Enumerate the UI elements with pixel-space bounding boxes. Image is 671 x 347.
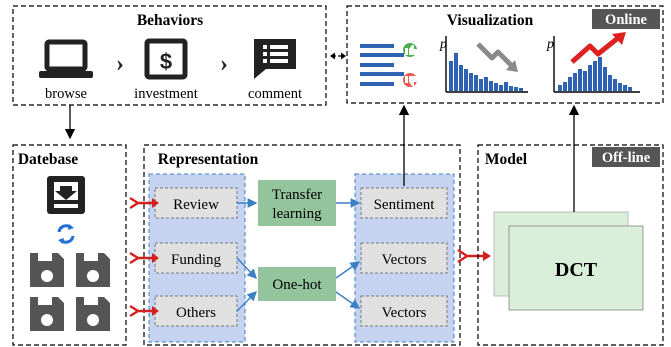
bars2-bar (628, 87, 632, 91)
behavior-step-browse: browse (45, 86, 87, 102)
online-tag-bg (592, 9, 660, 29)
bars1-bar (484, 77, 488, 91)
red-arrow-heads (152, 198, 159, 316)
process-transfer-line2: learning (272, 206, 322, 222)
thumbs-up-icon (403, 43, 417, 57)
behaviors-panel: Behaviors browse › $ investment › commen… (12, 5, 327, 106)
bars1-bar (519, 88, 523, 91)
input-funding: Funding (171, 252, 222, 268)
comment-icon (254, 39, 296, 79)
dollar-icon: $ (144, 38, 188, 80)
chevron-right-icon-2: › (220, 51, 228, 77)
output-sentiment: Sentiment (374, 197, 436, 213)
bars2-bar (613, 79, 617, 91)
bars1-bar (474, 75, 478, 91)
process-onehot: One-hot (272, 277, 322, 293)
output-vectors-2: Vectors (382, 305, 427, 321)
behavior-step-investment: investment (134, 86, 198, 102)
process-transfer-line1: Transfer (272, 187, 322, 203)
bars2-bar (558, 85, 562, 91)
bars1-bar (514, 87, 518, 91)
sync-icon (57, 224, 75, 244)
svg-text:$: $ (160, 49, 172, 74)
process-box-transfer (258, 180, 336, 226)
laptop-icon (39, 39, 93, 78)
online-tag: Online (605, 12, 647, 28)
bars1-bar (499, 85, 503, 91)
bars2-bar (563, 82, 567, 91)
floppy-disk-icon (30, 253, 110, 331)
bars2-bar (578, 69, 582, 91)
bars2-bar (618, 83, 622, 91)
visualization-panel: Visualization Online p (346, 5, 664, 104)
bars2-bar (623, 85, 627, 91)
database-panel: Datebase (12, 144, 127, 346)
distribution-chart-up: p (546, 32, 640, 93)
behaviors-title: Behaviors (137, 12, 203, 29)
chart1-axis-label: p (439, 37, 447, 52)
representation-panel: Representation Review Funding Others Tra… (143, 144, 461, 346)
thumbs-down-icon (403, 73, 417, 87)
download-icon (47, 176, 85, 214)
behavior-step-comment: comment (248, 86, 302, 102)
offline-tag: Off-line (602, 150, 651, 166)
bars2-bar (603, 67, 607, 91)
input-review: Review (173, 197, 219, 213)
sentiment-list-icon (360, 44, 404, 86)
behaviors-visualization-link (330, 52, 346, 60)
output-box-sentiment (360, 187, 448, 219)
model-panel: Model Off-line DCT (477, 144, 664, 346)
bars1-bar (469, 73, 473, 91)
model-core-card (508, 225, 644, 311)
bars1-bar (479, 79, 483, 91)
distribution-chart-down: p (439, 36, 528, 93)
bars1-bar (454, 53, 458, 91)
input-others: Others (176, 305, 216, 321)
bars1-bar (449, 61, 453, 91)
bars1-bar (489, 81, 493, 91)
database-title: Datebase (18, 151, 78, 168)
process-box-onehot (258, 267, 336, 301)
bars2-bar (588, 65, 592, 91)
output-box-vectors-1 (360, 242, 448, 274)
bars1-bar (464, 69, 468, 91)
offline-tag-bg (592, 147, 660, 167)
bars2-bar (568, 77, 572, 91)
bars2-bar (598, 57, 602, 91)
output-box-vectors-2 (360, 295, 448, 327)
bars2-bar (608, 75, 612, 91)
bars1-bar (509, 86, 513, 91)
output-vectors-1: Vectors (382, 252, 427, 268)
model-title: Model (485, 151, 528, 168)
representation-title: Representation (158, 151, 259, 168)
bars2-bar (573, 73, 577, 91)
bars2-bar (593, 61, 597, 91)
visualization-title: Visualization (447, 12, 534, 29)
bars1-bar (494, 83, 498, 91)
model-core-label: DCT (555, 259, 598, 281)
chevron-right-icon: › (116, 51, 124, 77)
input-box-review (154, 187, 238, 219)
database-to-representation-arrows (129, 196, 152, 318)
chart2-axis-label: p (546, 37, 554, 52)
representation-flow-arrows (236, 198, 361, 312)
bars2-bar (583, 71, 587, 91)
bars1-bar (504, 82, 508, 91)
bars1-bar (459, 65, 463, 91)
representation-to-model-arrow (457, 249, 491, 263)
